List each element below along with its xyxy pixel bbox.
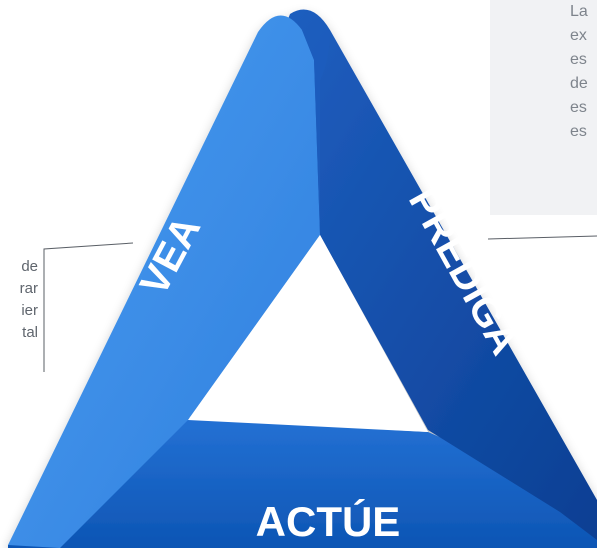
callout-text-line: rar [19, 280, 38, 297]
left-callout-text: de rar ier tal [0, 256, 38, 344]
panel-text-line: de [570, 75, 588, 92]
info-panel-background [490, 0, 597, 215]
center-opening [188, 235, 428, 432]
callout-text-line: de [21, 258, 38, 275]
label-actue: ACTÚE [256, 497, 401, 545]
prediga-band [268, 9, 597, 540]
prediga-fold [302, 30, 330, 235]
callout-text-line: ier [21, 302, 38, 319]
info-panel-text: La ex es de es es [570, 0, 597, 144]
callout-text-line: tal [22, 324, 38, 341]
panel-text-line: es [570, 123, 587, 140]
vea-band [8, 15, 320, 548]
left-callout-connector [43, 242, 134, 372]
panel-text-line: ex [570, 27, 587, 44]
panel-text-line: es [570, 99, 587, 116]
panel-text-line: La [570, 3, 588, 20]
panel-text-line: es [570, 51, 587, 68]
right-callout-connector [487, 235, 597, 240]
